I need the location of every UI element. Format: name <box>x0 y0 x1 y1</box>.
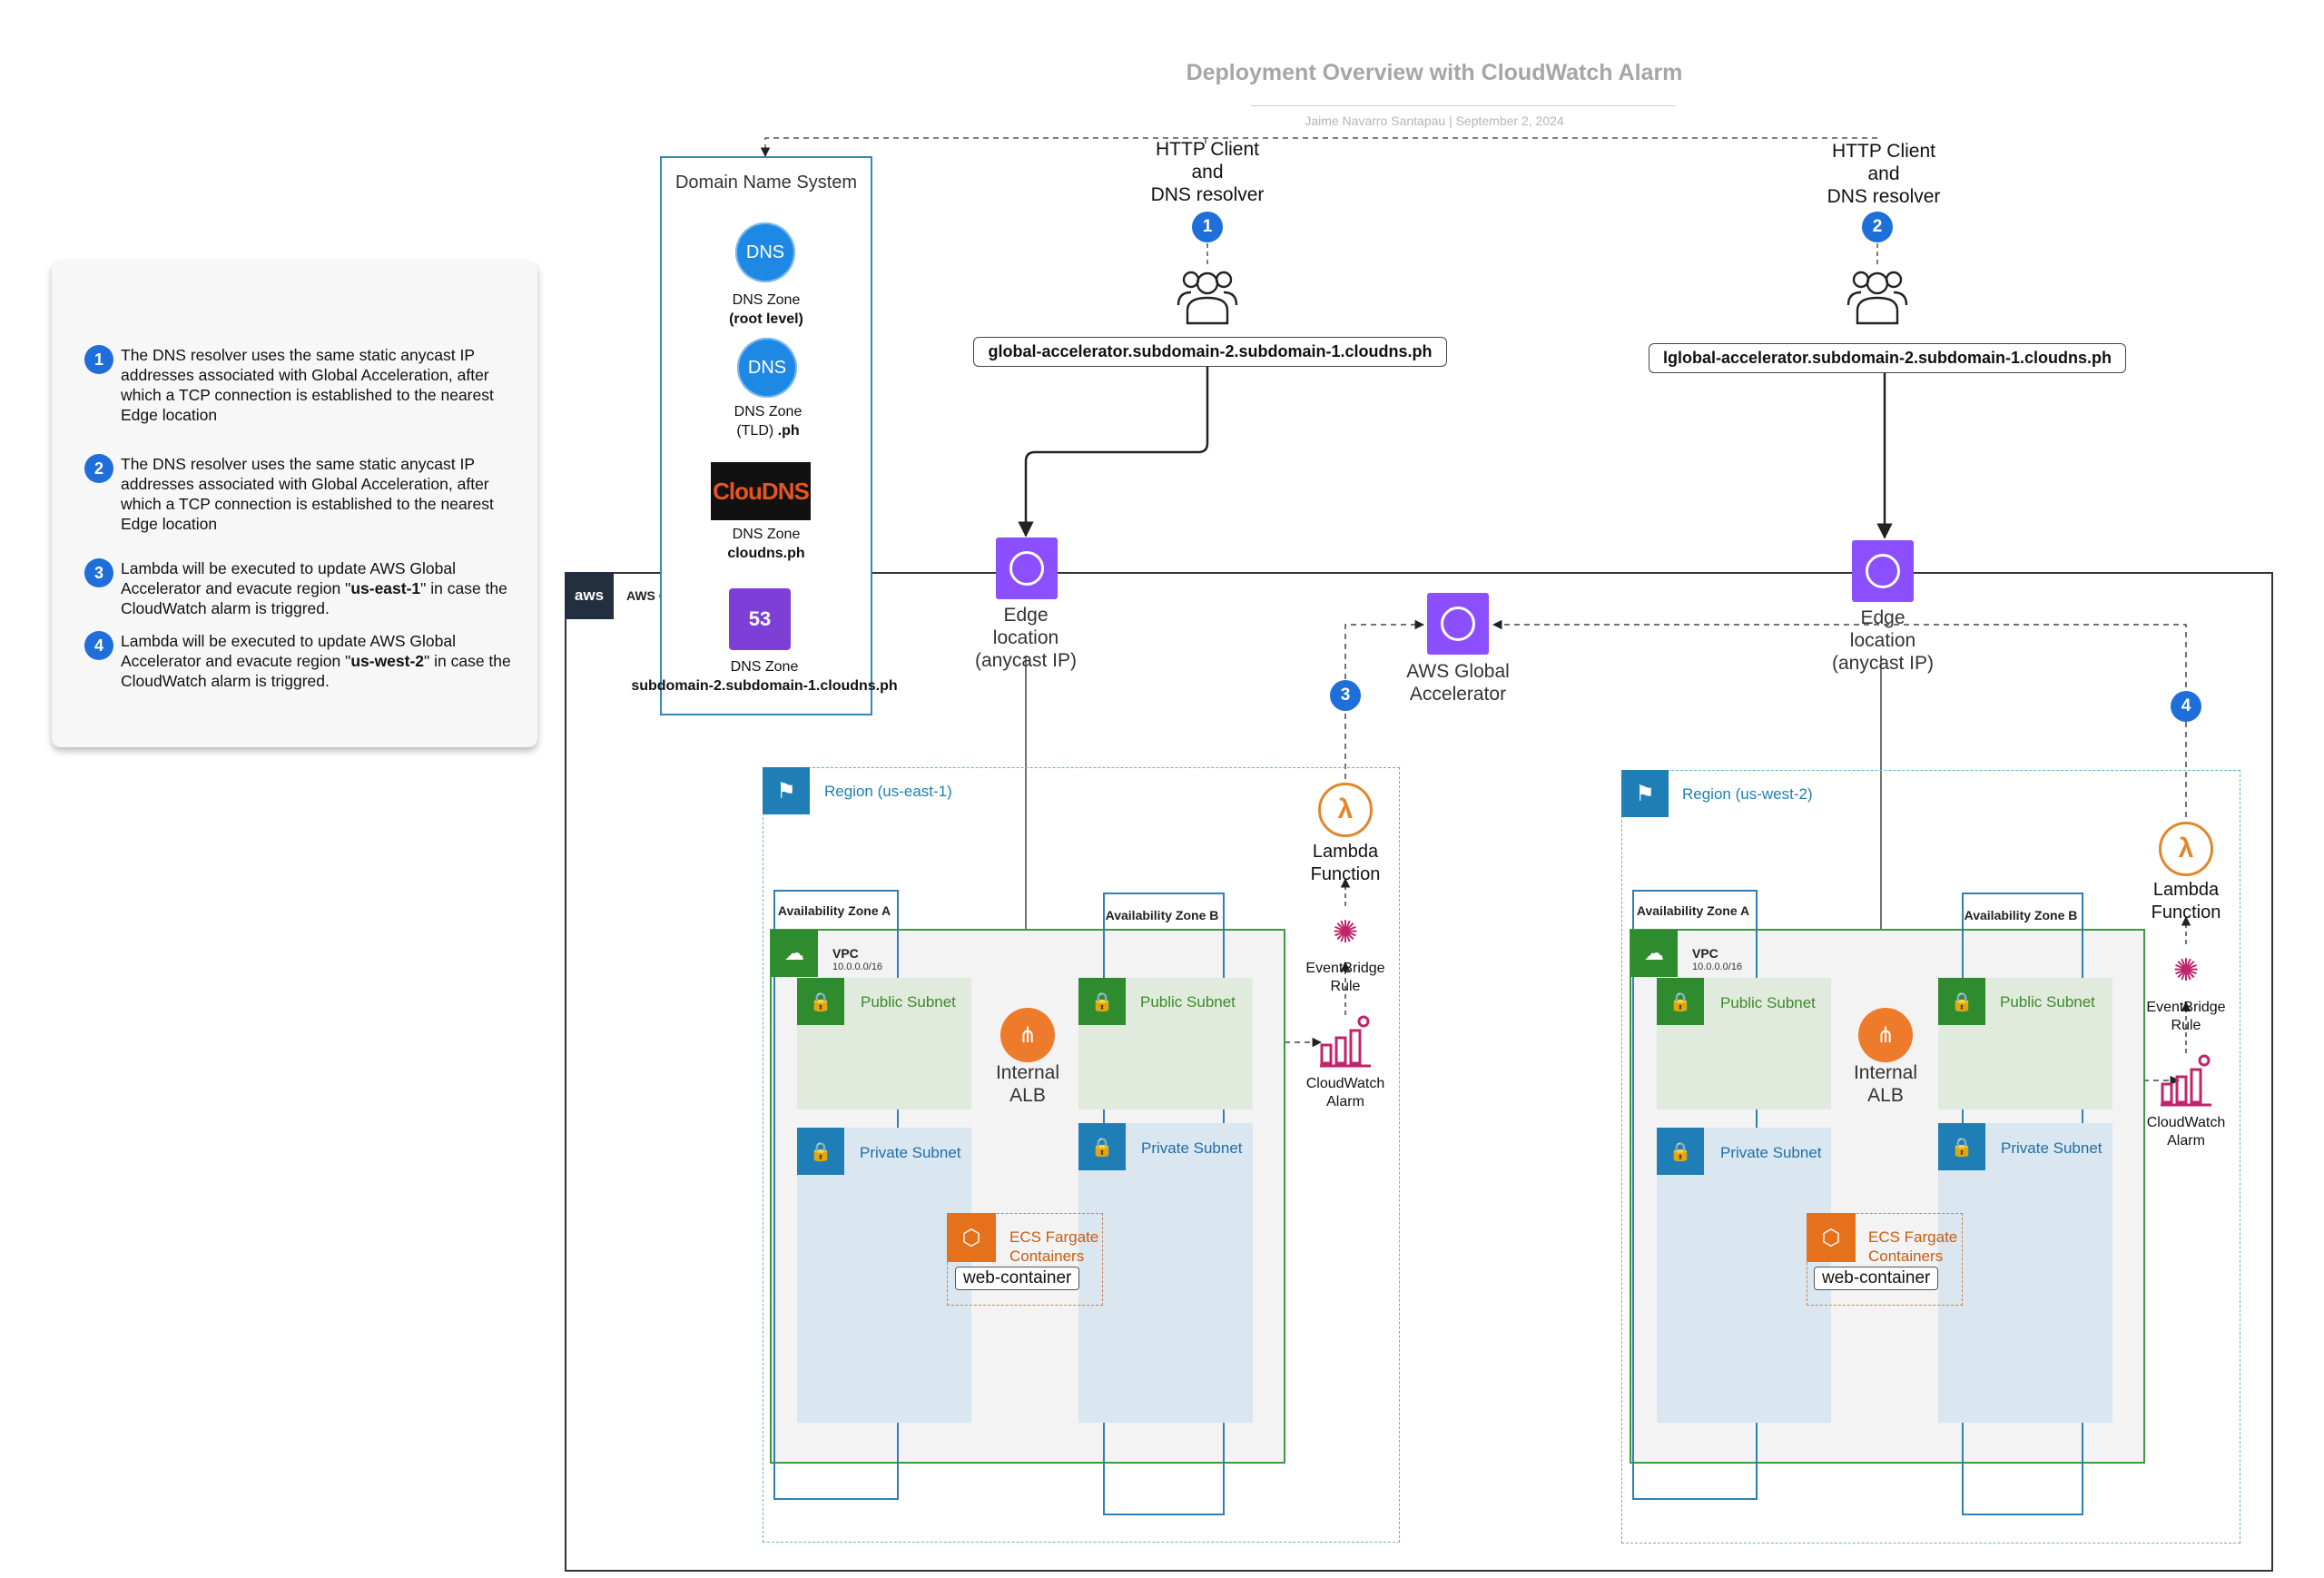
client1-badge: 1 <box>1192 212 1223 242</box>
edge-location-icon <box>1852 540 1914 602</box>
legend-text: The DNS resolver uses the same static an… <box>121 455 494 533</box>
legend-text: Lambda will be executed to update AWS Gl… <box>121 632 511 690</box>
az-a-label: Availability Zone A <box>1636 903 1750 918</box>
region-label: Region (us-west-2) <box>1682 785 1813 803</box>
load-balancer-icon: ⋔ <box>1000 1008 1055 1062</box>
region-us-east-1 <box>763 767 1400 1543</box>
legend-badge: 3 <box>84 558 113 587</box>
private-subnet-a <box>1657 1128 1831 1423</box>
step-badge-4: 4 <box>2171 691 2201 722</box>
private-subnet-label: Private Subnet <box>860 1144 961 1161</box>
private-subnet-label: Private Subnet <box>1720 1144 1822 1161</box>
lock-icon: 🔒 <box>1657 978 1704 1025</box>
step-badge-3: 3 <box>1330 680 1361 711</box>
private-subnet-a <box>797 1128 971 1423</box>
route53-icon: 53 <box>729 588 791 650</box>
aws-cloud-boundary <box>565 572 2273 1572</box>
client2-badge: 2 <box>1862 212 1893 242</box>
region-flag-icon: ⚑ <box>763 767 810 814</box>
public-subnet-label: Public Subnet <box>861 993 956 1011</box>
legend-badge: 1 <box>84 345 113 374</box>
diagram-subtitle: Jaime Navarro Santapau | September 2, 20… <box>1305 113 1564 128</box>
client1-edge-line <box>1018 367 1209 538</box>
client1-domain: global-accelerator.subdomain-2.subdomain… <box>973 337 1447 367</box>
dns-system-title: Domain Name System <box>675 173 858 192</box>
lambda-icon: λ <box>1318 783 1373 837</box>
private-subnet-label: Private Subnet <box>2001 1139 2102 1157</box>
region-label: Region (us-east-1) <box>824 783 952 800</box>
eventbridge-icon: ✺ <box>1332 915 1359 950</box>
dns-zone-icon: DNS <box>735 222 795 282</box>
diagram-title: Deployment Overview with CloudWatch Alar… <box>1186 60 1683 85</box>
legend-text: Lambda will be executed to update AWS Gl… <box>121 559 507 617</box>
lock-icon: 🔒 <box>1078 978 1126 1025</box>
users-icon <box>1177 271 1238 325</box>
title-divider <box>1251 105 1676 106</box>
web-container-label: web-container <box>955 1267 1080 1290</box>
public-subnet-label: Public Subnet <box>1720 994 1816 1011</box>
az-b-label: Availability Zone B <box>1105 908 1219 922</box>
vpc-cidr: 10.0.0.0/16 <box>1692 962 1743 972</box>
ecs-fargate-icon: ⬡ <box>947 1213 996 1262</box>
public-subnet-label: Public Subnet <box>2000 993 2095 1011</box>
load-balancer-icon: ⋔ <box>1858 1008 1913 1062</box>
ecs-fargate-icon: ⬡ <box>1807 1213 1856 1262</box>
vpc-cloud-icon: ☁ <box>771 930 818 977</box>
vpc-cloud-icon: ☁ <box>1630 930 1678 977</box>
cloudwatch-alarm-icon <box>2161 1054 2211 1107</box>
private-subnet-b <box>1078 1123 1253 1423</box>
lock-icon: 🔒 <box>1938 1123 1985 1170</box>
cloudwatch-alarm-icon <box>1320 1015 1371 1068</box>
cloudns-logo-icon: ClouDNS <box>711 462 811 520</box>
vpc-label: VPC <box>1692 946 1718 961</box>
vpc-label: VPC <box>832 946 859 961</box>
eventbridge-icon: ✺ <box>2172 953 2200 988</box>
az-a-label: Availability Zone A <box>777 903 891 918</box>
lambda-icon: λ <box>2159 822 2213 876</box>
private-subnet-label: Private Subnet <box>1141 1139 1243 1157</box>
edge-location-icon <box>996 538 1058 599</box>
users-icon <box>1846 271 1908 325</box>
dns-zone-tld-label: DNS Zone(TLD) .ph <box>734 404 803 439</box>
vpc-cidr: 10.0.0.0/16 <box>832 962 883 972</box>
dns-zone-root-label: DNS Zone(root level) <box>729 292 803 327</box>
global-accelerator-icon <box>1427 593 1489 655</box>
lock-icon: 🔒 <box>1657 1128 1704 1175</box>
dns-zone-icon: DNS <box>737 338 797 398</box>
lock-icon: 🔒 <box>797 978 844 1025</box>
public-subnet-label: Public Subnet <box>1140 993 1236 1011</box>
lock-icon: 🔒 <box>797 1128 844 1175</box>
legend-panel: 1 The DNS resolver uses the same static … <box>52 261 537 747</box>
region-us-west-2 <box>1621 770 2240 1543</box>
legend-badge: 4 <box>84 631 113 660</box>
legend-text: The DNS resolver uses the same static an… <box>121 346 494 424</box>
client2-domain: lglobal-accelerator.subdomain-2.subdomai… <box>1649 343 2126 373</box>
region-flag-icon: ⚑ <box>1621 770 1669 817</box>
legend-badge: 2 <box>84 454 113 483</box>
private-subnet-b <box>1938 1123 2112 1423</box>
web-container-label: web-container <box>1814 1267 1939 1290</box>
az-b-label: Availability Zone B <box>1964 908 2078 922</box>
dns-query-line <box>760 137 1877 158</box>
lock-icon: 🔒 <box>1078 1123 1126 1170</box>
aws-logo-icon: aws <box>565 572 614 619</box>
lock-icon: 🔒 <box>1938 978 1985 1025</box>
